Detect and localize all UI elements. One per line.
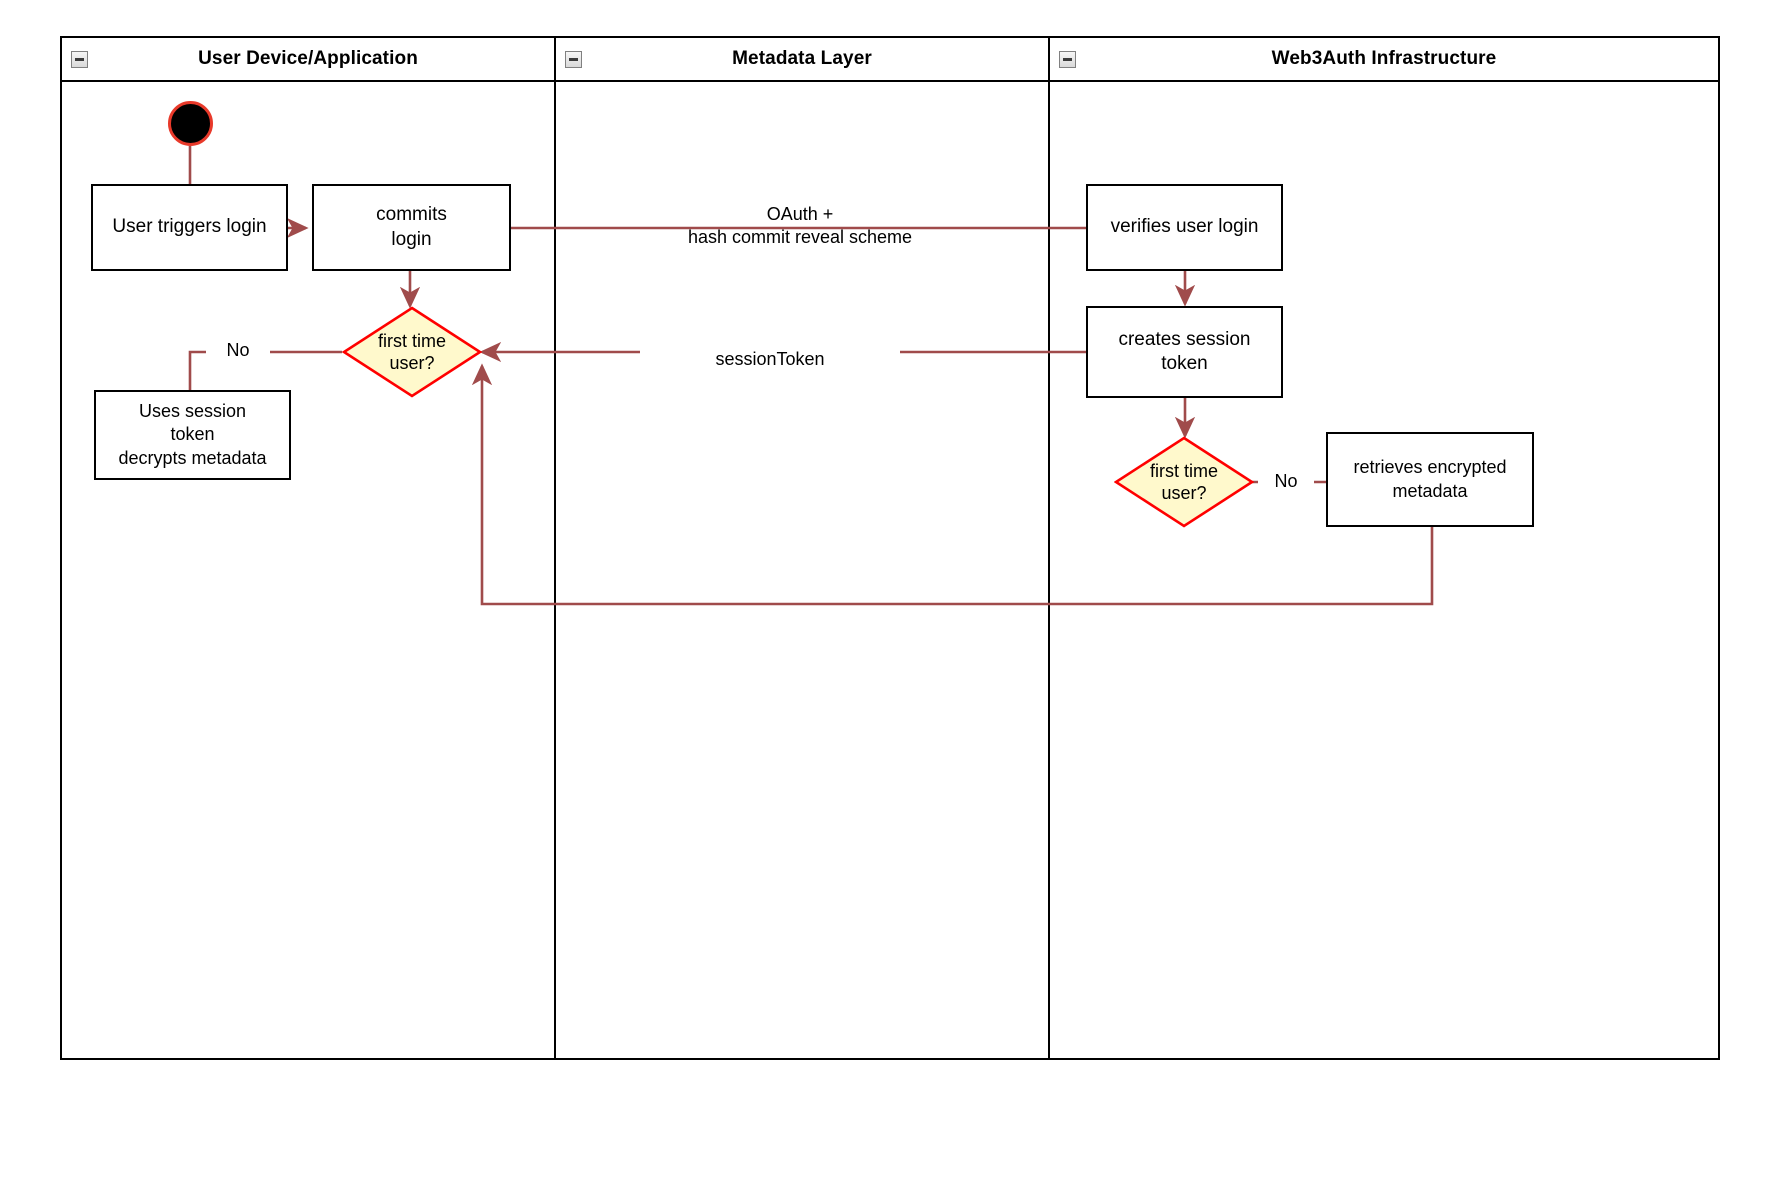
- swimlane-pool: User Device/Application Metadata Layer W…: [60, 36, 1720, 1060]
- edge-label-no-right: No: [1258, 470, 1314, 494]
- activity-label: creates session token: [1118, 328, 1251, 374]
- decision-first-time-user-left[interactable]: first time user?: [342, 306, 482, 398]
- activity-label: retrieves encrypted metadata: [1353, 457, 1507, 501]
- activity-label: User triggers login: [112, 216, 267, 238]
- activity-label: commits login: [376, 204, 447, 250]
- decision-label: first time user?: [377, 330, 446, 374]
- activity-verifies-user-login[interactable]: verifies user login: [1086, 184, 1283, 271]
- activity-commits-login[interactable]: commits login: [312, 184, 511, 271]
- swimlane-user-device: User Device/Application: [62, 38, 554, 1058]
- decision-label: first time user?: [1149, 460, 1218, 504]
- lane-header-metadata: Metadata Layer: [556, 38, 1048, 82]
- lane-title-metadata: Metadata Layer: [732, 48, 872, 69]
- activity-uses-session-token[interactable]: Uses session token decrypts metadata: [94, 390, 291, 480]
- lane-divider-2: [1048, 38, 1050, 1058]
- lane-divider-1: [554, 38, 556, 1058]
- activity-label: verifies user login: [1110, 216, 1259, 238]
- lane-header-web3auth: Web3Auth Infrastructure: [1050, 38, 1718, 82]
- activity-label: Uses session token decrypts metadata: [118, 401, 267, 468]
- edge-label-oauth: OAuth + hash commit reveal scheme: [687, 204, 913, 248]
- activity-creates-session-token[interactable]: creates session token: [1086, 306, 1283, 398]
- minus-box-icon[interactable]: [1059, 51, 1076, 68]
- lane-title-user-device: User Device/Application: [198, 48, 418, 69]
- swimlane-metadata: Metadata Layer: [556, 38, 1048, 1058]
- minus-box-icon[interactable]: [565, 51, 582, 68]
- lane-title-web3auth: Web3Auth Infrastructure: [1271, 48, 1497, 69]
- activity-user-triggers-login[interactable]: User triggers login: [91, 184, 288, 271]
- activity-retrieves-encrypted-metadata[interactable]: retrieves encrypted metadata: [1326, 432, 1534, 527]
- edge-label-session-token: sessionToken: [640, 348, 900, 372]
- lane-header-user-device: User Device/Application: [62, 38, 554, 82]
- decision-first-time-user-right[interactable]: first time user?: [1114, 436, 1254, 528]
- minus-box-icon[interactable]: [71, 51, 88, 68]
- swimlane-web3auth: Web3Auth Infrastructure: [1050, 38, 1718, 1058]
- initial-node: [168, 101, 213, 146]
- edge-label-no-left: No: [206, 339, 270, 363]
